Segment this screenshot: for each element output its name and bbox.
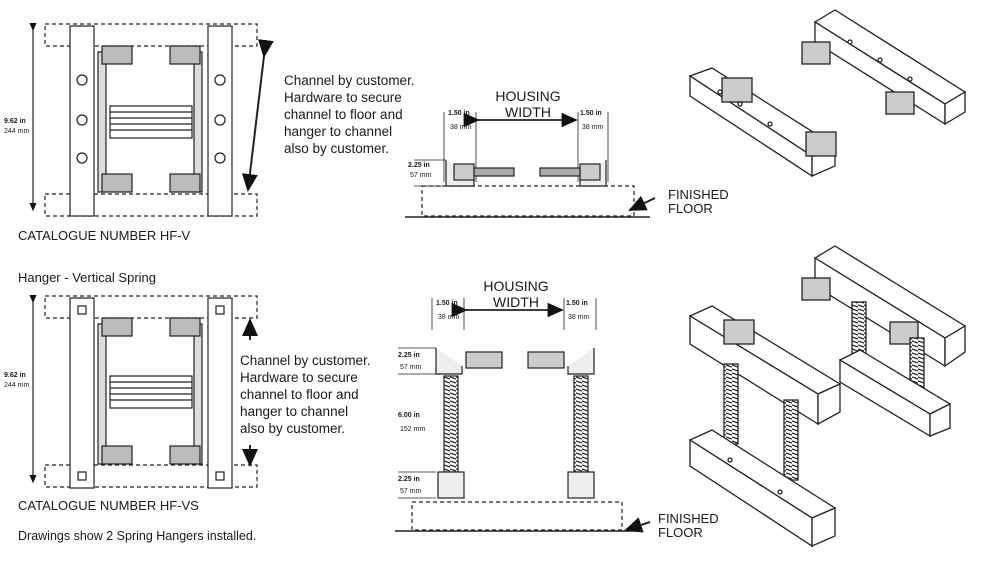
hfvs-plan-view — [29, 294, 258, 489]
hfvs-elevation — [395, 298, 651, 533]
bottom-height-dim-mm: 244 mm — [4, 382, 30, 389]
top-height-dim: 9.62 in — [4, 118, 26, 125]
bottom-dim-spring-mm: 152 mm — [400, 426, 426, 433]
hfvs-isometric — [688, 245, 967, 548]
hfv-plan-view — [29, 22, 274, 217]
bottom-height-dim: 9.62 in — [4, 372, 26, 379]
bottom-dim-top-in: 2.25 in — [398, 352, 420, 359]
top-height-dim-mm: 244 mm — [4, 128, 30, 135]
hfv-isometric — [688, 9, 967, 178]
top-dim-right-in: 1.50 in — [580, 110, 602, 117]
bottom-footnote: Drawings show 2 Spring Hangers installed… — [18, 529, 257, 543]
bottom-dim-spring-in: 6.00 in — [398, 412, 420, 419]
bottom-dim-left-in: 1.50 in — [436, 300, 458, 307]
bottom-title: Hanger - Vertical Spring — [18, 270, 157, 285]
top-finished-floor: FINISHED FLOOR — [668, 187, 729, 216]
top-customer-note: Channel by customer. Hardware to secure … — [284, 73, 415, 156]
hfv-elevation — [405, 112, 656, 218]
top-dim-left-in: 1.50 in — [448, 110, 470, 117]
top-catalogue-number: CATALOGUE NUMBER HF-V — [18, 228, 191, 243]
top-dim-right-mm: 38 mm — [582, 124, 604, 131]
bottom-dim-right-mm: 38 mm — [568, 314, 590, 321]
top-dim-vert-in: 2.25 in — [408, 162, 430, 169]
top-housing-width: HOUSING WIDTH — [495, 88, 561, 120]
top-dim-left-mm: 38 mm — [450, 124, 472, 131]
bottom-customer-note: Channel by customer. Hardware to secure … — [240, 353, 371, 436]
bottom-dim-bot-mm: 57 mm — [400, 488, 422, 495]
bottom-dim-top-mm: 57 mm — [400, 364, 422, 371]
top-dim-vert-mm: 57 mm — [410, 172, 432, 179]
bottom-dim-right-in: 1.50 in — [566, 300, 588, 307]
bottom-dim-bot-in: 2.25 in — [398, 476, 420, 483]
bottom-finished-floor: FINISHED FLOOR — [658, 511, 719, 540]
bottom-housing-width: HOUSING WIDTH — [483, 278, 549, 310]
bottom-dim-left-mm: 38 mm — [438, 314, 460, 321]
bottom-catalogue-number: CATALOGUE NUMBER HF-VS — [18, 498, 199, 513]
